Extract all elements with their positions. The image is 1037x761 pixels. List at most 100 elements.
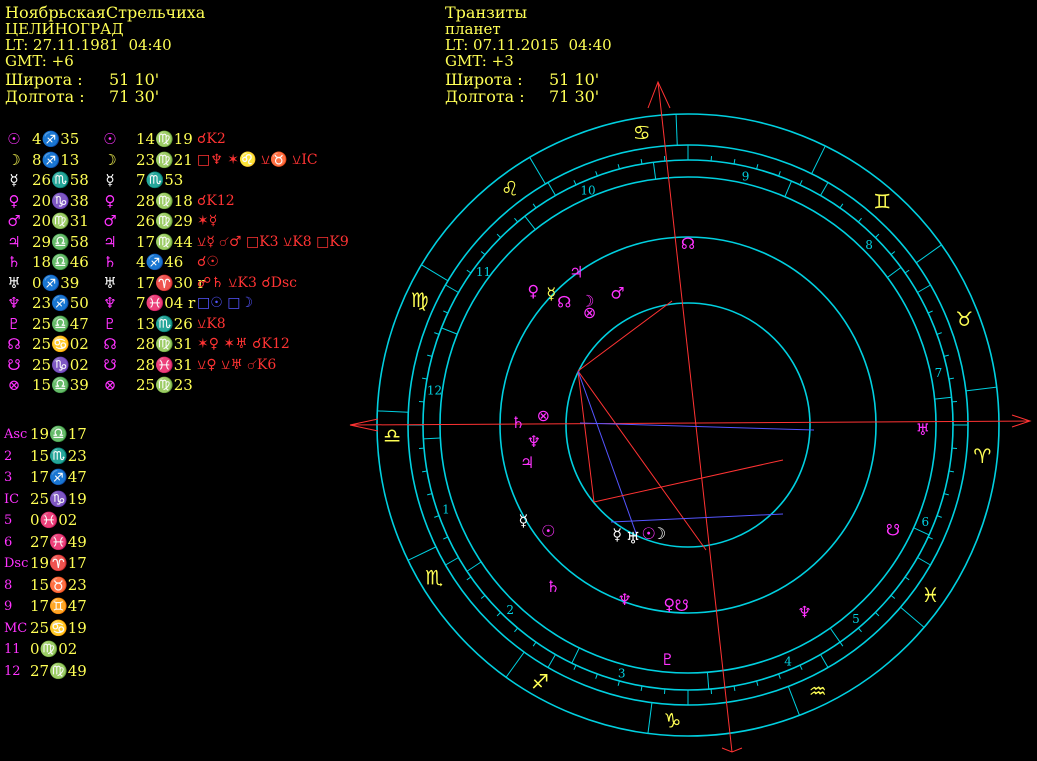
degree-tick: [434, 332, 440, 335]
natal-planet-glyph: ♀: [8, 191, 20, 210]
natal-place: ЦЕЛИНОГРАД: [5, 20, 124, 38]
house-number: 2: [506, 603, 514, 617]
transit-position: 13♏26: [136, 314, 193, 333]
degree-tick: [496, 233, 501, 238]
degree-tick: [948, 470, 954, 473]
mc-arrow: [647, 80, 671, 109]
degree-tick: [778, 171, 781, 177]
natal-header: НоябрьскаяСтрельчиха ЦЕЛИНОГРАД LT: 27.1…: [5, 4, 205, 105]
transit-longitude: Долгота : 71 30': [445, 88, 612, 105]
house-cusp: [829, 627, 841, 643]
transit-lon-label: Долгота :: [445, 87, 525, 106]
zodiac-divider: [811, 145, 826, 174]
degree-tick: [756, 164, 759, 170]
transit-planet-glyph: ⊗: [103, 376, 117, 394]
natal-planet-glyph: ☿: [9, 171, 19, 189]
degree-tick: [617, 680, 620, 686]
transit-position: 7♓04 r: [136, 294, 196, 312]
aspect-list: ⚺♀ ⚺♅ ☌K6: [197, 356, 277, 373]
natal-position: 8♐13: [32, 150, 80, 169]
house-cusp: [524, 215, 536, 230]
degree-tick: [904, 576, 910, 581]
transit-planet-glyph: ♂: [103, 212, 117, 230]
venus-trans-icon: ♀: [663, 595, 675, 614]
natal-planet-glyph: ☽: [7, 150, 21, 169]
venus-icon: ♀: [527, 282, 539, 301]
house-name: 2: [4, 448, 13, 464]
zodiac-divider: [647, 702, 653, 734]
zodiac-divider: [915, 244, 942, 264]
mc-ic-axis: [657, 81, 733, 753]
natal-planet-glyph: ♇: [7, 314, 21, 333]
house-number: 7: [935, 366, 943, 380]
house-number: 10: [580, 183, 595, 197]
transit-position: 17♍44: [136, 232, 193, 251]
house-position: 15♏23: [30, 446, 87, 465]
degree-tick: [857, 627, 862, 633]
transit-ring: [499, 236, 877, 614]
natal-name: НоябрьскаяСтрельчиха: [5, 3, 206, 22]
degree-tick: [480, 594, 486, 599]
degree-tick: [778, 673, 781, 679]
degree-tick: [799, 180, 803, 186]
aries-icon: ♈: [973, 444, 991, 468]
natal-position: 4♐35: [32, 130, 80, 148]
house-number: 4: [784, 655, 792, 669]
aspect-line: [577, 300, 673, 372]
mercury-icon: ☿: [546, 284, 556, 303]
moon-trans-icon: ☽: [652, 524, 666, 543]
degree-tick: [756, 680, 759, 686]
zodiac-divider: [505, 651, 525, 678]
transit-position: 17♈30 r: [136, 273, 205, 292]
sun-inner-icon: ☉: [541, 521, 555, 540]
degree-tick: [617, 164, 620, 170]
neptune-inner-icon: ♆: [527, 432, 541, 451]
natal-planet-glyph: ♂: [7, 212, 21, 230]
transit-subtitle: планет: [445, 20, 501, 38]
house-name: 5: [4, 513, 13, 528]
house-cusp: [887, 266, 902, 278]
house-cusp: [571, 647, 580, 664]
transit-lon-value: 71 30': [549, 87, 600, 106]
degree-tick: [514, 217, 519, 223]
aspect-list: ☍♄ ⚺K3 ☌Dsc: [197, 274, 297, 291]
degree-tick: [532, 641, 537, 647]
house-cusp: [706, 672, 710, 690]
transit-position: 28♍31: [136, 335, 193, 353]
natal-lon-value: 71 30': [109, 87, 160, 106]
house-number: 1: [442, 502, 450, 516]
natal-lat-value: 51 10': [109, 70, 160, 89]
pluto-icon: ♇: [660, 650, 674, 669]
degree-tick: [427, 493, 433, 496]
transit-lat-value: 51 10': [549, 70, 600, 89]
aspect-line: [593, 459, 784, 503]
degree-tick: [427, 354, 433, 357]
outer-ring: [376, 113, 1000, 737]
jupiter-icon: ♃: [569, 262, 583, 281]
zodiac-inner-ring: [407, 144, 969, 706]
natal-planet-glyph: ☋: [7, 355, 21, 374]
degree-tick: [640, 159, 643, 165]
transit-planet-glyph: ♅: [103, 273, 117, 292]
degree-tick: [857, 217, 862, 223]
zodiac-divider: [900, 606, 925, 628]
natal-position: 20♍31: [32, 212, 89, 230]
degree-tick: [820, 654, 829, 668]
node-icon: ☊: [681, 234, 695, 253]
cancer-icon: ♋: [633, 121, 651, 145]
natal-planet-glyph: ♅: [7, 273, 21, 292]
house-name: 8: [4, 577, 13, 593]
degree-tick: [496, 612, 501, 617]
degree-tick: [480, 251, 486, 256]
degree-tick: [573, 180, 577, 186]
fortune-natal-icon: ⊗: [537, 406, 550, 425]
zodiac-divider: [675, 114, 678, 146]
natal-position: 0♐39: [32, 273, 80, 292]
transit-position: 28♓31: [136, 355, 193, 374]
degree-tick: [927, 310, 933, 314]
transit-planet-glyph: ☋: [103, 355, 117, 374]
degree-tick: [445, 284, 459, 293]
pisces-icon: ♓: [922, 583, 940, 607]
aspect-list: ⚺☿ ☌♂ □K3 ⚺K8 □K9: [197, 233, 349, 250]
natal-lon-label: Долгота :: [5, 87, 85, 106]
